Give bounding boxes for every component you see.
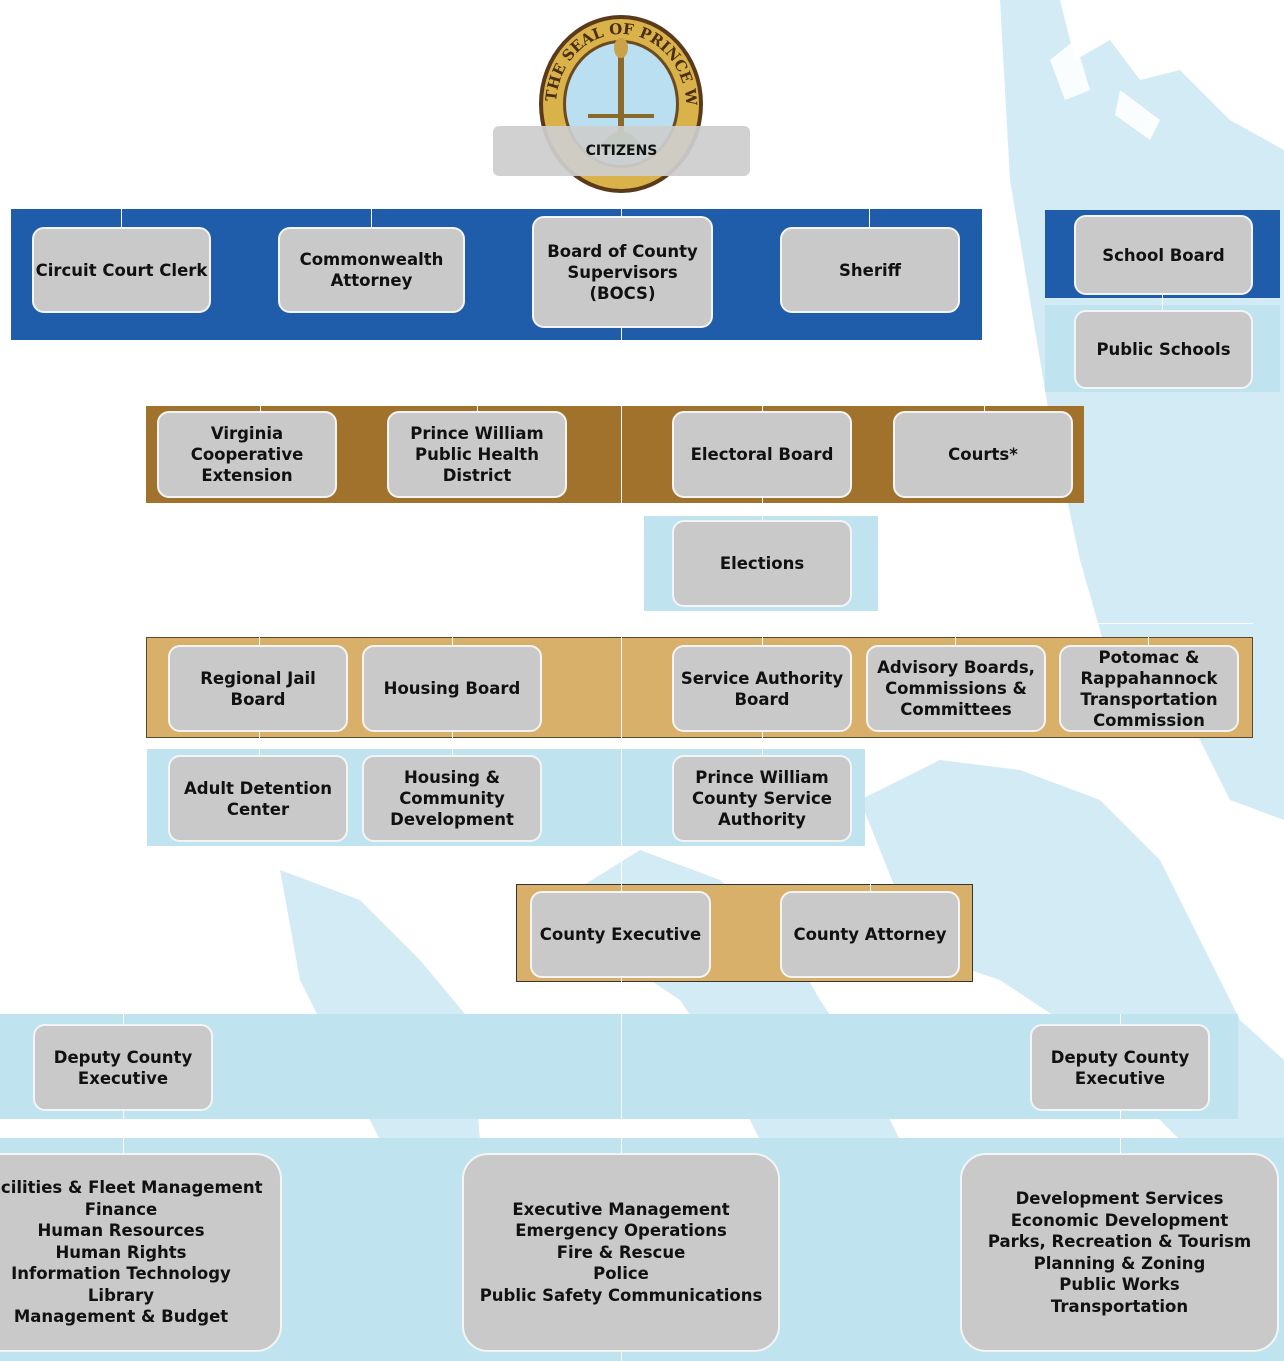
pwc-service-authority-box[interactable]: Prince William County Service Authority xyxy=(672,755,852,842)
connector-line xyxy=(1045,623,1253,624)
citizens-box: CITIZENS xyxy=(493,126,750,176)
commonwealth-attorney-box[interactable]: Commonwealth Attorney xyxy=(278,227,465,313)
connector-line xyxy=(621,176,622,1361)
circuit-court-clerk-box[interactable]: Circuit Court Clerk xyxy=(32,227,211,313)
connector-line xyxy=(1162,292,1163,312)
connector-line xyxy=(371,209,372,229)
deputy-county-executive-left-box[interactable]: Deputy County Executive xyxy=(33,1024,213,1111)
connector-line xyxy=(121,209,122,229)
bocs-box[interactable]: Board of County Supervisors (BOCS) xyxy=(532,216,713,328)
connector-line xyxy=(955,637,956,647)
public-health-district-box[interactable]: Prince William Public Health District xyxy=(387,411,567,498)
school-board-box[interactable]: School Board xyxy=(1074,215,1253,295)
connector-line xyxy=(259,637,260,647)
connector-line xyxy=(762,637,763,647)
prtc-box[interactable]: Potomac & Rappahannock Transportation Co… xyxy=(1059,645,1239,732)
service-authority-board-box[interactable]: Service Authority Board xyxy=(672,645,852,732)
connector-line xyxy=(762,730,763,758)
connector-line xyxy=(869,209,870,229)
connector-line xyxy=(1120,1014,1121,1026)
connector-line xyxy=(452,730,453,758)
elections-box[interactable]: Elections xyxy=(672,520,852,607)
connector-line xyxy=(259,730,260,758)
adult-detention-center-box[interactable]: Adult Detention Center xyxy=(168,755,348,842)
connector-line xyxy=(870,884,871,894)
deputy-county-executive-right-box[interactable]: Deputy County Executive xyxy=(1030,1024,1210,1111)
connector-line xyxy=(123,1014,124,1026)
connector-line xyxy=(123,1110,124,1156)
electoral-board-box[interactable]: Electoral Board xyxy=(672,411,852,498)
public-schools-box[interactable]: Public Schools xyxy=(1074,310,1253,389)
housing-community-development-box[interactable]: Housing & Community Development xyxy=(362,755,542,842)
regional-jail-board-box[interactable]: Regional Jail Board xyxy=(168,645,348,732)
connector-line xyxy=(260,406,261,414)
courts-box[interactable]: Courts* xyxy=(893,411,1073,498)
connector-line xyxy=(762,406,763,414)
connector-line xyxy=(984,406,985,414)
departments-center-box[interactable]: Executive Management Emergency Operation… xyxy=(462,1153,780,1352)
connector-line xyxy=(762,496,763,522)
county-executive-box[interactable]: County Executive xyxy=(530,891,711,978)
departments-right-box[interactable]: Development Services Economic Developmen… xyxy=(960,1153,1279,1352)
advisory-boards-box[interactable]: Advisory Boards, Commissions & Committee… xyxy=(866,645,1046,732)
housing-board-box[interactable]: Housing Board xyxy=(362,645,542,732)
sheriff-box[interactable]: Sheriff xyxy=(780,227,960,313)
connector-line xyxy=(452,637,453,647)
county-attorney-box[interactable]: County Attorney xyxy=(780,891,960,978)
connector-line xyxy=(477,406,478,414)
departments-left-box[interactable]: Facilities & Fleet Management Finance Hu… xyxy=(0,1153,282,1352)
connector-line xyxy=(1148,637,1149,647)
connector-line xyxy=(1120,1110,1121,1156)
virginia-cooperative-extension-box[interactable]: Virginia Cooperative Extension xyxy=(157,411,337,498)
